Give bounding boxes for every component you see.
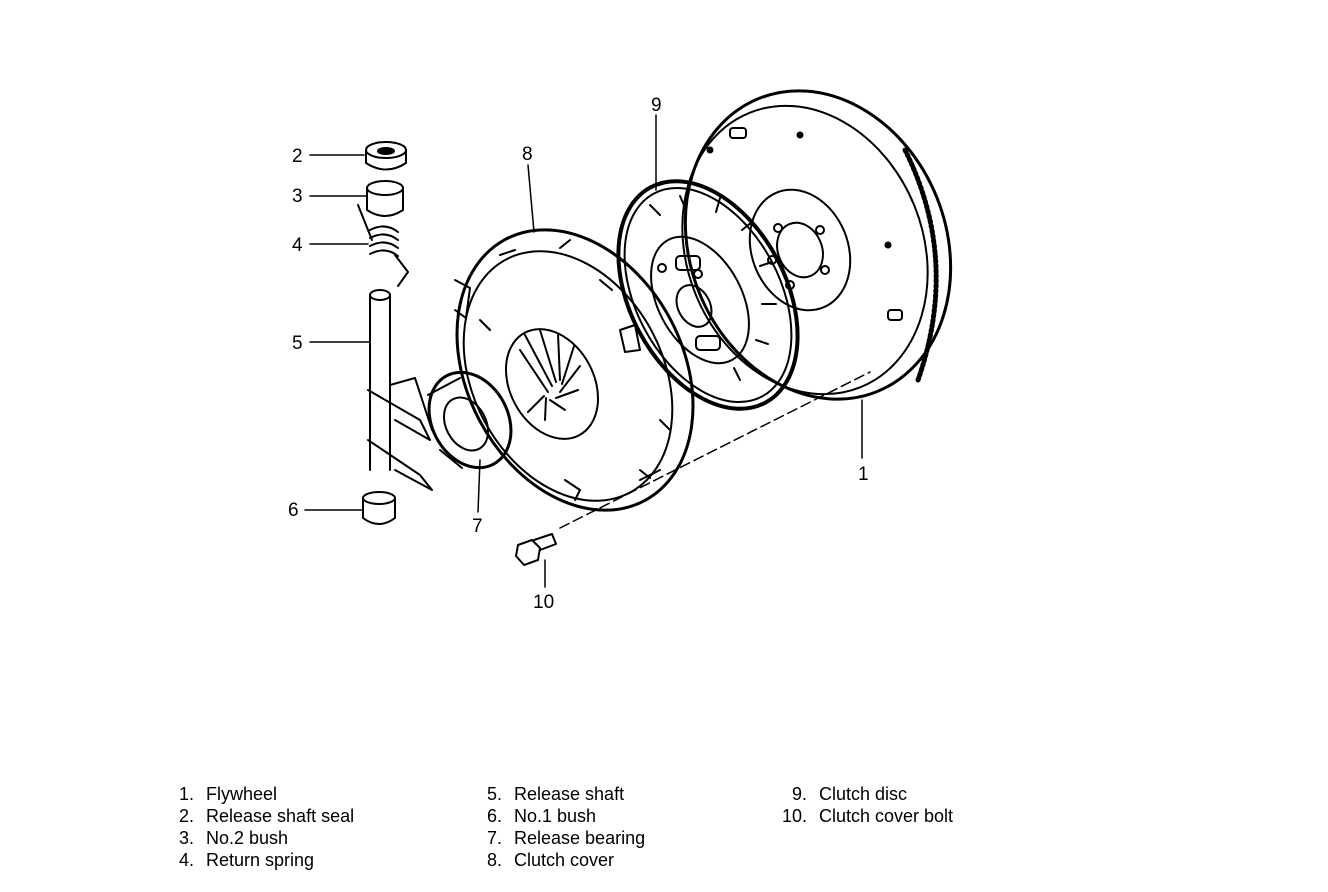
legend-column-3: 9.Clutch disc 10.Clutch cover bolt bbox=[772, 783, 953, 827]
legend-label: No.2 bush bbox=[206, 828, 289, 848]
legend-item: 5.Release shaft bbox=[486, 784, 625, 804]
legend-label: Release shaft seal bbox=[206, 806, 355, 826]
release-shaft-seal bbox=[365, 141, 407, 171]
callout-6: 6 bbox=[288, 500, 299, 521]
legend-label: Flywheel bbox=[206, 784, 278, 804]
clutch-cover bbox=[454, 228, 695, 512]
legend-label: Release bearing bbox=[514, 828, 646, 848]
legend-item: 6.No.1 bush bbox=[486, 806, 597, 826]
legend-label: Release shaft bbox=[514, 784, 625, 804]
no2-bush bbox=[366, 180, 404, 217]
flywheel bbox=[681, 89, 953, 401]
legend-label: Clutch cover bolt bbox=[819, 806, 954, 826]
legend-label: Clutch cover bbox=[514, 850, 615, 870]
legend-label: No.1 bush bbox=[514, 806, 597, 826]
callout-7: 7 bbox=[472, 516, 483, 537]
callout-2: 2 bbox=[292, 146, 303, 167]
assembly-centerline bbox=[559, 371, 871, 529]
callout-3: 3 bbox=[292, 186, 303, 207]
legend-item: 2.Release shaft seal bbox=[178, 806, 355, 826]
legend-item: 7.Release bearing bbox=[486, 828, 646, 848]
legend-column-1: 1.Flywheel 2.Release shaft seal 3.No.2 b… bbox=[170, 783, 354, 871]
legend-item: 9.Clutch disc bbox=[791, 784, 908, 804]
callout-4: 4 bbox=[292, 235, 303, 256]
callout-1: 1 bbox=[858, 464, 869, 485]
leader-lines bbox=[304, 114, 863, 588]
callout-10: 10 bbox=[533, 592, 554, 613]
return-spring bbox=[357, 204, 409, 287]
legend-item: 1.Flywheel bbox=[178, 784, 278, 804]
callout-8: 8 bbox=[522, 144, 533, 165]
callout-9: 9 bbox=[651, 95, 662, 116]
legend-column-2: 5.Release shaft 6.No.1 bush 7.Release be… bbox=[478, 783, 645, 871]
legend-item: 4.Return spring bbox=[178, 850, 315, 870]
clutch-disc bbox=[616, 179, 800, 411]
no1-bush bbox=[362, 491, 396, 525]
release-bearing bbox=[427, 370, 513, 470]
legend-item: 3.No.2 bush bbox=[178, 828, 289, 848]
legend-item: 10.Clutch cover bolt bbox=[781, 806, 954, 826]
legend-item: 8.Clutch cover bbox=[486, 850, 615, 870]
legend-label: Clutch disc bbox=[819, 784, 908, 804]
legend-label: Return spring bbox=[206, 850, 315, 870]
release-shaft bbox=[367, 289, 433, 491]
clutch-cover-bolt bbox=[515, 533, 557, 566]
callout-5: 5 bbox=[292, 333, 303, 354]
